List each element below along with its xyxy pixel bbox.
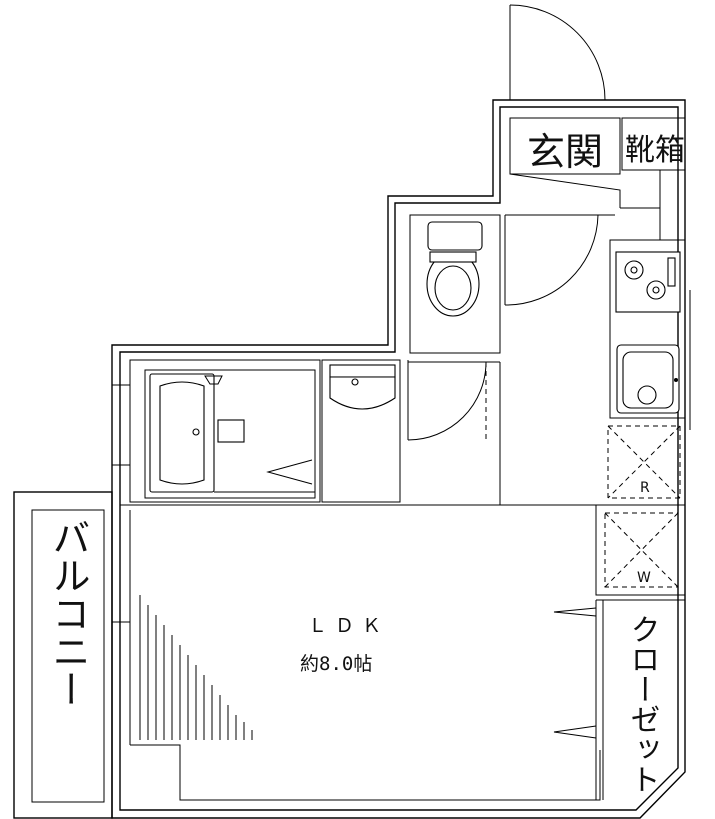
window-hatching xyxy=(139,595,253,740)
washbasin-icon xyxy=(329,364,396,410)
closet-label: クローゼット xyxy=(625,614,660,794)
closet: クローゼット xyxy=(553,599,685,800)
toilet-icon xyxy=(426,221,483,317)
fridge-space: R xyxy=(607,425,681,499)
washroom xyxy=(120,359,596,506)
bathtub-icon xyxy=(149,373,215,493)
ldk-area-label: 約8.0帖 xyxy=(300,653,372,675)
washer-space: W xyxy=(595,504,686,596)
kitchen-sink-icon xyxy=(616,344,680,414)
entrance-area: 玄関 靴箱 xyxy=(509,117,686,241)
washer-mark: W xyxy=(637,570,651,586)
toilet-room xyxy=(409,214,615,354)
ldk-room: ＬＤＫ 約8.0帖 xyxy=(129,510,601,801)
balcony-label: バルコニー xyxy=(46,518,90,708)
stove-icon xyxy=(615,251,681,313)
entrance-label: 玄関 xyxy=(527,130,603,174)
fridge-mark: R xyxy=(640,480,650,496)
ldk-label: ＬＤＫ xyxy=(308,615,389,637)
bathroom xyxy=(129,359,321,503)
kitchen-counter xyxy=(609,239,691,430)
shoe-box-label: 靴箱 xyxy=(625,133,685,168)
balcony: バルコニー xyxy=(13,384,130,819)
